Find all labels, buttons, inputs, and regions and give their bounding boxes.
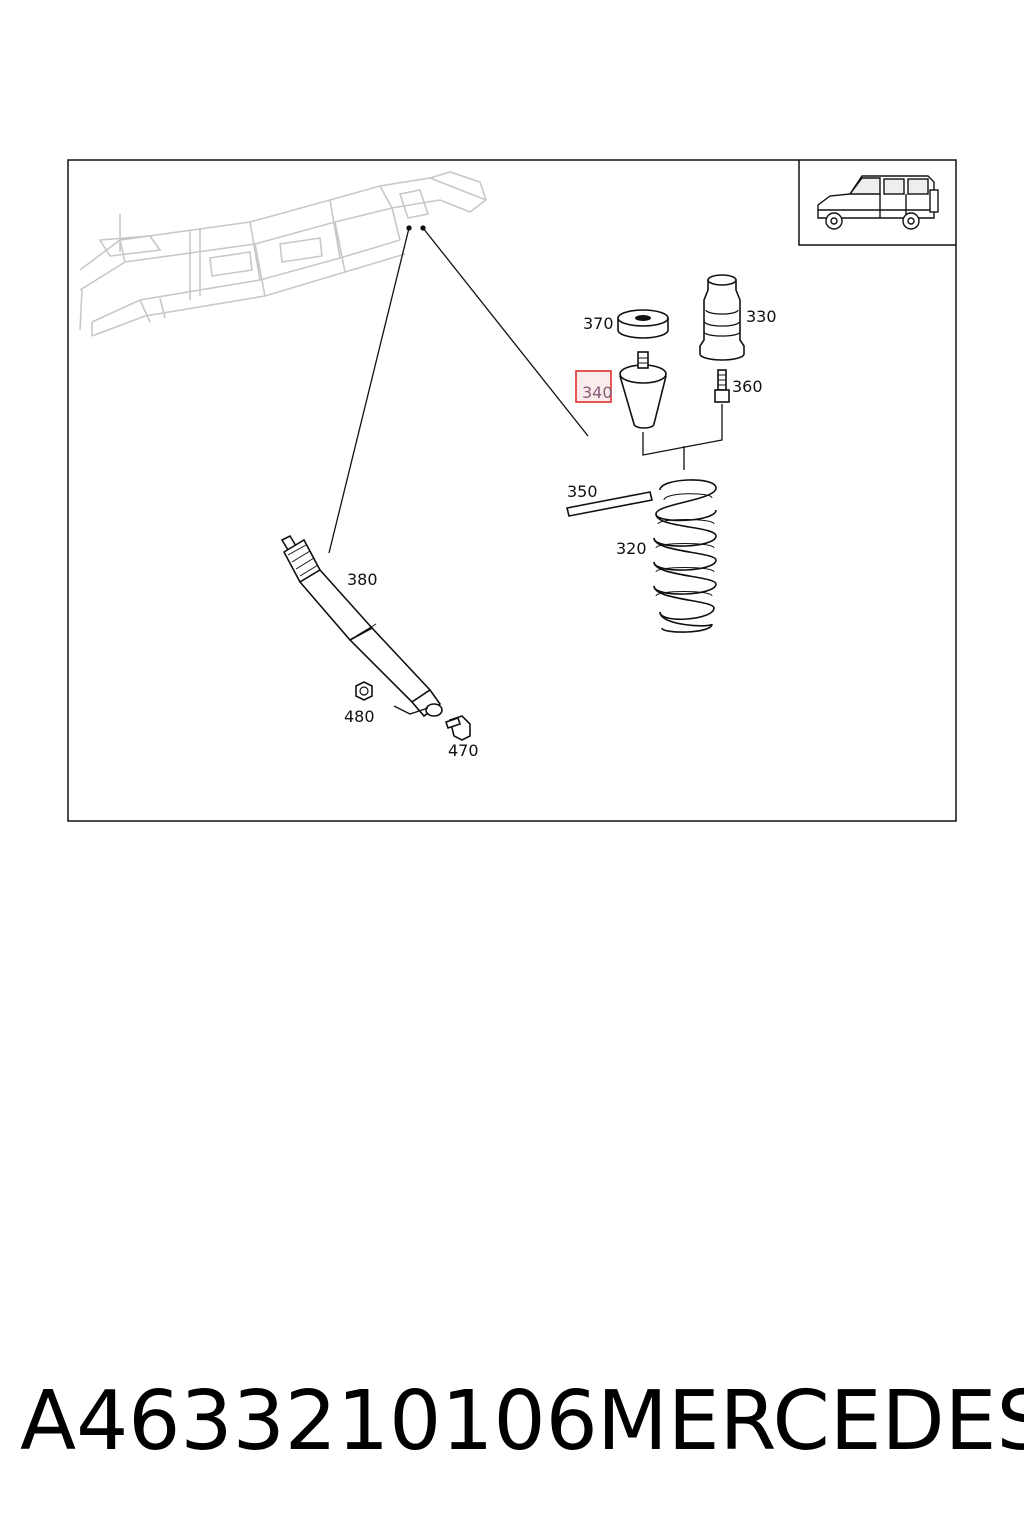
part-320-coil-spring: [653, 479, 717, 633]
part-380-shock-absorber: [280, 534, 443, 718]
callout-350: 350: [567, 482, 598, 501]
part-350-pin: [566, 491, 653, 517]
part-number: A4633210106: [20, 1374, 598, 1469]
leader-lines: [328, 225, 589, 554]
part-340-spring-pad: [619, 351, 667, 429]
parts-diagram: 370 330 340 360 350 320 380 480 470: [67, 159, 957, 822]
callout-370: 370: [583, 314, 614, 333]
callout-340: 340: [582, 383, 613, 402]
suv-icon: [817, 175, 939, 230]
part-480-nut: [355, 681, 429, 715]
diagram-frame: [67, 159, 957, 822]
brand-name: MERCEDES: [597, 1374, 1024, 1469]
part-470-bolt: [444, 715, 471, 741]
chassis-frame: [79, 171, 487, 337]
callout-330: 330: [746, 307, 777, 326]
callout-340-highlight: [575, 370, 612, 403]
caption-bar: A4633210106 MERCEDES: [0, 1372, 1024, 1472]
callout-380: 380: [347, 570, 378, 589]
vehicle-thumbnail: [798, 160, 956, 246]
callout-480: 480: [344, 707, 375, 726]
assembly-bracket: [642, 404, 723, 470]
part-360-bolt: [714, 369, 730, 403]
callout-360: 360: [732, 377, 763, 396]
part-370-ring: [617, 309, 669, 339]
part-330-bump-stop: [699, 274, 745, 361]
callout-320: 320: [616, 539, 647, 558]
callout-470: 470: [448, 741, 479, 760]
